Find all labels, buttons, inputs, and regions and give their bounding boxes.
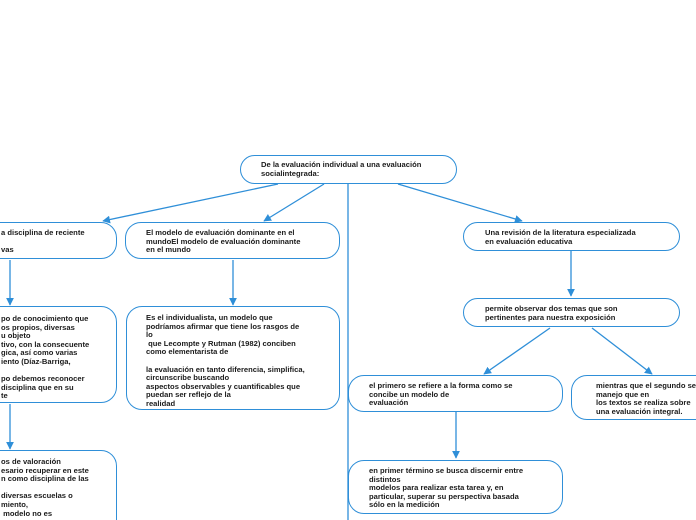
node-root[interactable]: De la evaluación individual a una evalua… bbox=[240, 155, 457, 184]
node-left-bottom[interactable]: os de valoración esario recuperar en est… bbox=[0, 450, 117, 520]
node-mid-top[interactable]: El modelo de evaluación dominante en el … bbox=[125, 222, 340, 259]
connector-root-to-middle bbox=[263, 183, 325, 222]
node-left-mid[interactable]: po de conocimiento que os propios, diver… bbox=[0, 306, 117, 403]
node-branch-first[interactable]: el primero se refiere a la forma como se… bbox=[348, 375, 563, 412]
node-root-text: De la evaluación individual a una evalua… bbox=[261, 160, 422, 178]
node-mid-top-text: El modelo de evaluación dominante en el … bbox=[146, 228, 301, 255]
node-mid-mid[interactable]: Es el individualista, un modelo que podr… bbox=[126, 306, 340, 410]
node-left-bottom-text: os de valoración esario recuperar en est… bbox=[1, 457, 89, 518]
connector-root-to-left bbox=[102, 183, 279, 224]
node-left-top-text: a disciplina de reciente vas bbox=[1, 228, 85, 255]
node-first-detail-text: en primer término se busca discernir ent… bbox=[369, 466, 524, 510]
node-right-top[interactable]: Una revisión de la literatura especializ… bbox=[463, 222, 680, 251]
connector-right-mid-to-second bbox=[591, 327, 653, 375]
node-branch-first-text: el primero se refiere a la forma como se… bbox=[369, 381, 513, 408]
node-branch-second-text: mientras que el segundo se manejo que en… bbox=[596, 381, 696, 416]
connector-root-to-right bbox=[397, 183, 523, 223]
node-right-top-text: Una revisión de la literatura especializ… bbox=[485, 228, 636, 246]
node-right-mid-text: permite observar dos temas que son perti… bbox=[485, 304, 618, 322]
node-right-mid[interactable]: permite observar dos temas que son perti… bbox=[463, 298, 680, 327]
connector-right-mid-to-first bbox=[483, 327, 551, 375]
node-left-mid-text: po de conocimiento que os propios, diver… bbox=[1, 314, 90, 401]
node-first-detail[interactable]: en primer término se busca discernir ent… bbox=[348, 460, 563, 514]
node-left-top[interactable]: a disciplina de reciente vas bbox=[0, 222, 117, 259]
node-branch-second[interactable]: mientras que el segundo se manejo que en… bbox=[571, 375, 696, 420]
node-mid-mid-text: Es el individualista, un modelo que podr… bbox=[146, 313, 305, 408]
